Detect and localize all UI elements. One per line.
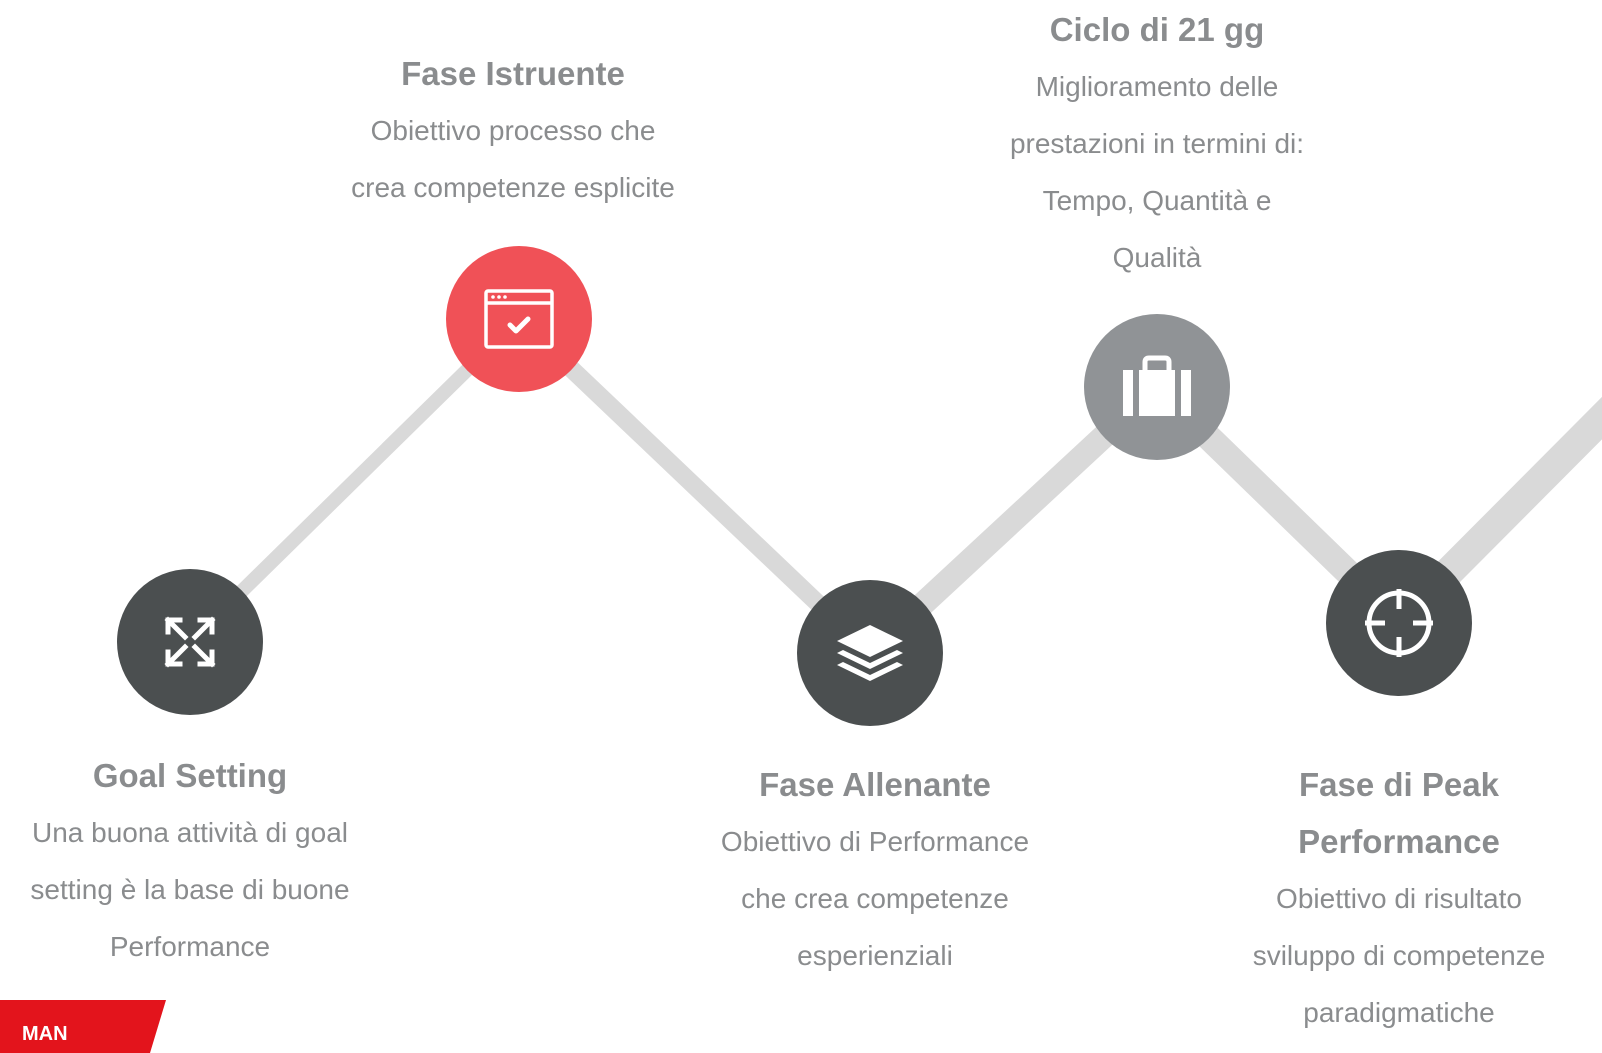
step-node-fase-allenante[interactable] <box>797 580 943 726</box>
step-desc-line: Tempo, Quantità e <box>1042 185 1272 216</box>
step-node-peak-performance[interactable] <box>1326 550 1472 696</box>
logo-text: MAN <box>22 1023 68 1045</box>
crosshair-icon <box>1363 587 1435 659</box>
layers-icon <box>833 621 907 685</box>
connector-segment <box>510 310 879 662</box>
connector-segment <box>183 312 526 649</box>
step-desc-line: Una buona attività di goal <box>32 817 348 848</box>
step-desc-line: Qualità <box>1112 242 1202 273</box>
step-text-fase-allenante: Fase Allenante Obiettivo di Performance … <box>675 756 1075 984</box>
step-desc-line: prestazioni in termini di: <box>1009 128 1305 159</box>
step-title-line: Performance <box>1298 823 1500 860</box>
step-node-fase-istruente[interactable] <box>446 246 592 392</box>
step-desc-line: che crea competenze <box>741 883 1009 914</box>
step-text-peak-performance: Fase di Peak Performance Obiettivo di ri… <box>1219 756 1579 1041</box>
expand-arrows-icon <box>160 612 220 672</box>
step-text-fase-istruente: Fase Istruente Obiettivo processo che cr… <box>313 45 713 216</box>
browser-check-icon <box>483 288 555 350</box>
brand-logo-icon: MAN <box>0 1000 170 1053</box>
step-desc-line: sviluppo di competenze <box>1252 940 1546 971</box>
step-node-ciclo-21gg[interactable] <box>1084 314 1230 460</box>
step-desc-line: Obiettivo di risultato <box>1276 883 1522 914</box>
briefcase-icon <box>1121 354 1193 420</box>
step-text-goal-setting: Goal Setting Una buona attività di goal … <box>0 747 380 975</box>
step-desc-line: Miglioramento delle <box>1035 71 1279 102</box>
step-desc-line: crea competenze esplicite <box>351 172 675 203</box>
step-title-line: Fase di Peak <box>1299 766 1499 803</box>
step-desc-line: Obiettivo processo che <box>370 115 656 146</box>
step-desc-line: setting è la base di buone <box>30 874 350 905</box>
step-node-goal-setting[interactable] <box>117 569 263 715</box>
step-desc-line: Obiettivo di Performance <box>720 826 1030 857</box>
step-title: Goal Setting <box>92 757 288 794</box>
step-desc-line: Performance <box>109 931 271 962</box>
step-text-ciclo-21gg: Ciclo di 21 gg Miglioramento delle prest… <box>967 1 1347 286</box>
step-desc-line: paradigmatiche <box>1303 997 1495 1028</box>
step-title: Fase Allenante <box>759 766 991 803</box>
step-desc-line: esperienziali <box>797 940 953 971</box>
step-title: Fase Istruente <box>401 55 625 92</box>
step-title: Ciclo di 21 gg <box>1049 11 1265 48</box>
